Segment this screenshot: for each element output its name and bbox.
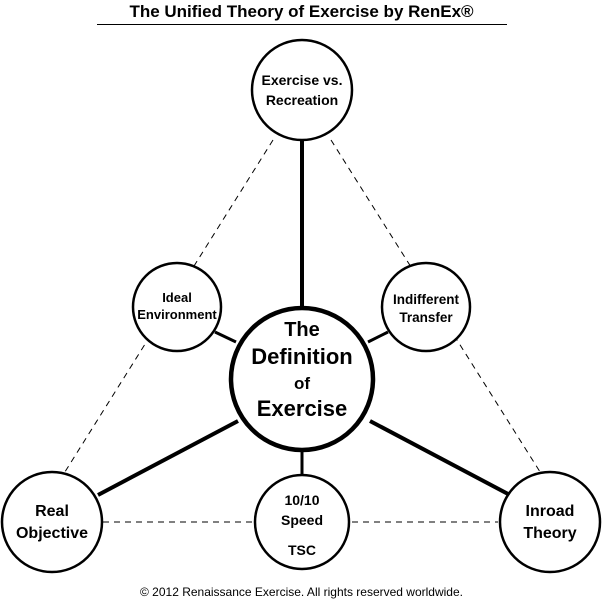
node-bottom-center-circle: [253, 473, 351, 571]
node-upper-right-circle: [380, 261, 472, 353]
node-top-line1: Exercise vs.: [262, 72, 343, 88]
node-upper-right-line1: Indifferent: [393, 292, 460, 307]
node-upper-left-line1: Ideal: [162, 290, 192, 305]
dashed-connectors: [62, 139, 543, 523]
center-node-line4: Exercise: [257, 396, 348, 421]
primary-spokes: [97, 141, 511, 497]
copyright-notice: © 2012 Renaissance Exercise. All rights …: [140, 585, 463, 599]
node-bottom-right-circle: [498, 470, 602, 574]
node-upper-left-circle: [131, 261, 223, 353]
node-upper-left-line2: Environment: [137, 307, 217, 322]
spoke-upper-left: [214, 330, 237, 344]
page-title: The Unified Theory of Exercise by RenEx®: [129, 2, 474, 21]
node-bottom-right-line1: Inroad: [526, 503, 575, 520]
center-node-line1: The: [284, 319, 320, 341]
node-top-circle: [250, 38, 354, 142]
center-node-line2: Definition: [251, 344, 352, 369]
node-bottom-left-line2: Objective: [16, 525, 88, 542]
node-bottom-right-line2: Theory: [523, 525, 576, 542]
node-bottom-center-line1: 10/10: [284, 492, 319, 508]
node-bottom-center-line3: TSC: [288, 542, 316, 558]
node-bottom-center-line2: Speed: [281, 512, 323, 528]
spoke-bottom-left: [97, 419, 239, 497]
center-node-circle: [228, 305, 376, 453]
secondary-spokes: [214, 330, 389, 474]
title-underline: [97, 24, 507, 25]
node-bottom-left-line1: Real: [35, 503, 69, 520]
node-upper-right-line2: Transfer: [399, 310, 453, 325]
spoke-bottom-right: [369, 419, 511, 497]
spoke-upper-right: [367, 330, 389, 344]
center-node-line3: of: [294, 374, 310, 393]
node-top-line2: Recreation: [266, 92, 338, 108]
node-bottom-left-circle: [0, 470, 104, 574]
